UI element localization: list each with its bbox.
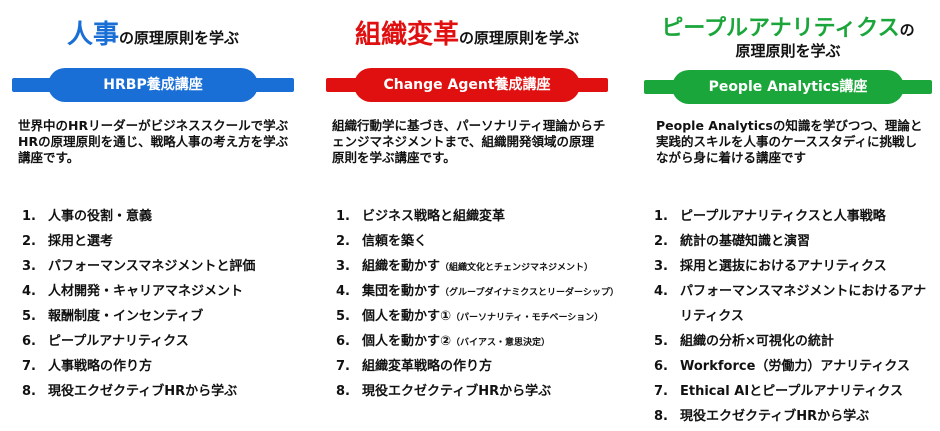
heading-emphasis: 組織変革 bbox=[354, 20, 459, 50]
heading-emphasis: ピープルアナリティクス bbox=[661, 16, 900, 41]
list-item: 7.人事戦略の作り方 bbox=[22, 359, 153, 374]
item-note: （パーソナリティ・モチベーション） bbox=[451, 313, 604, 323]
column-heading: 人事の原理原則を学ぶ bbox=[8, 14, 298, 51]
heading-rest: の bbox=[899, 21, 915, 39]
heading-emphasis: 人事 bbox=[66, 20, 119, 50]
list-item: 6.ピープルアナリティクス bbox=[22, 334, 189, 349]
curriculum-list: 1.ピープルアナリティクスと人事戦略 2.統計の基礎知識と演習 3.採用と選抜に… bbox=[654, 206, 936, 431]
list-item: 8.現役エクゼクティブHRから学ぶ bbox=[336, 384, 552, 399]
curriculum-list: 1.ビジネス戦略と組織変革 2.信頼を築く 3.組織を動かす（組織文化とチェンジ… bbox=[336, 206, 619, 406]
banner-label: HRBP養成講座 bbox=[48, 68, 258, 102]
list-item: 3.採用と選抜におけるアナリティクス bbox=[654, 259, 887, 274]
column-heading: 組織変革の原理原則を学ぶ bbox=[322, 14, 612, 51]
heading-rest: の原理原則を学ぶ bbox=[459, 29, 580, 47]
list-item: 6.Workforce（労働力）アナリティクス bbox=[654, 359, 910, 374]
course-description: People Analyticsの知識を学びつつ、理論と実践的スキルを人事のケー… bbox=[656, 118, 923, 165]
heading-rest: の原理原則を学ぶ bbox=[119, 29, 240, 47]
list-item: 1.ビジネス戦略と組織変革 bbox=[336, 209, 506, 224]
list-item: 2.統計の基礎知識と演習 bbox=[654, 234, 811, 249]
list-item: 5.報酬制度・インセンティブ bbox=[22, 309, 204, 324]
list-item: 5.個人を動かす①（パーソナリティ・モチベーション） bbox=[336, 309, 604, 324]
list-item: 3.パフォーマンスマネジメントと評価 bbox=[22, 259, 256, 274]
list-item: 2.採用と選考 bbox=[22, 234, 114, 249]
list-item: 5.組織の分析×可視化の統計 bbox=[654, 334, 834, 349]
list-item: 1.ピープルアナリティクスと人事戦略 bbox=[654, 209, 886, 224]
column-heading: ピープルアナリティクスの bbox=[640, 10, 936, 42]
list-item: 8.現役エクゼクティブHRから学ぶ bbox=[654, 409, 870, 424]
course-description: 組織行動学に基づき、パーソナリティ理論からチェンジマネジメントまで、組織開発領域… bbox=[332, 118, 606, 165]
banner-label: People Analytics講座 bbox=[672, 70, 904, 104]
list-item: 4.集団を動かす（グループダイナミクスとリーダーシップ） bbox=[336, 284, 619, 299]
item-note: （組織文化とチェンジマネジメント） bbox=[440, 263, 594, 273]
list-item: 3.組織を動かす（組織文化とチェンジマネジメント） bbox=[336, 259, 594, 274]
course-banner: People Analytics講座 bbox=[644, 70, 932, 104]
list-item: 2.信頼を築く bbox=[336, 234, 428, 249]
item-note: （バイアス・意思決定） bbox=[451, 338, 551, 348]
list-item: 7.組織変革戦略の作り方 bbox=[336, 359, 493, 374]
change-agent-course-column: 組織変革の原理原則を学ぶ Change Agent養成講座 組織行動学に基づき、… bbox=[322, 0, 619, 430]
people-analytics-course-column: ピープルアナリティクスの 原理原則を学ぶ People Analytics講座 … bbox=[640, 0, 936, 430]
banner-label: Change Agent養成講座 bbox=[354, 68, 580, 102]
curriculum-list: 1.人事の役割・意義 2.採用と選考 3.パフォーマンスマネジメントと評価 4.… bbox=[22, 206, 298, 406]
item-continuation: リティクス bbox=[680, 309, 744, 324]
list-item: 4.パフォーマンスマネジメントにおけるアナリティクス bbox=[654, 281, 936, 331]
hrbp-course-column: 人事の原理原則を学ぶ HRBP養成講座 世界中のHRリーダーがビジネススクールで… bbox=[8, 0, 298, 430]
column-heading-line2: 原理原則を学ぶ bbox=[735, 42, 841, 60]
list-item: 1.人事の役割・意義 bbox=[22, 209, 153, 224]
course-banner: HRBP養成講座 bbox=[12, 68, 294, 102]
list-item: 6.個人を動かす②（バイアス・意思決定） bbox=[336, 334, 551, 349]
list-item: 8.現役エクゼクティブHRから学ぶ bbox=[22, 384, 238, 399]
item-note: （グループダイナミクスとリーダーシップ） bbox=[440, 288, 619, 298]
list-item: 7.Ethical AIとピープルアナリティクス bbox=[654, 384, 903, 399]
course-banner: Change Agent養成講座 bbox=[326, 68, 608, 102]
course-description: 世界中のHRリーダーがビジネススクールで学ぶHRの原理原則を通じ、戦略人事の考え… bbox=[18, 118, 289, 165]
list-item: 4.人材開発・キャリアマネジメント bbox=[22, 284, 244, 299]
